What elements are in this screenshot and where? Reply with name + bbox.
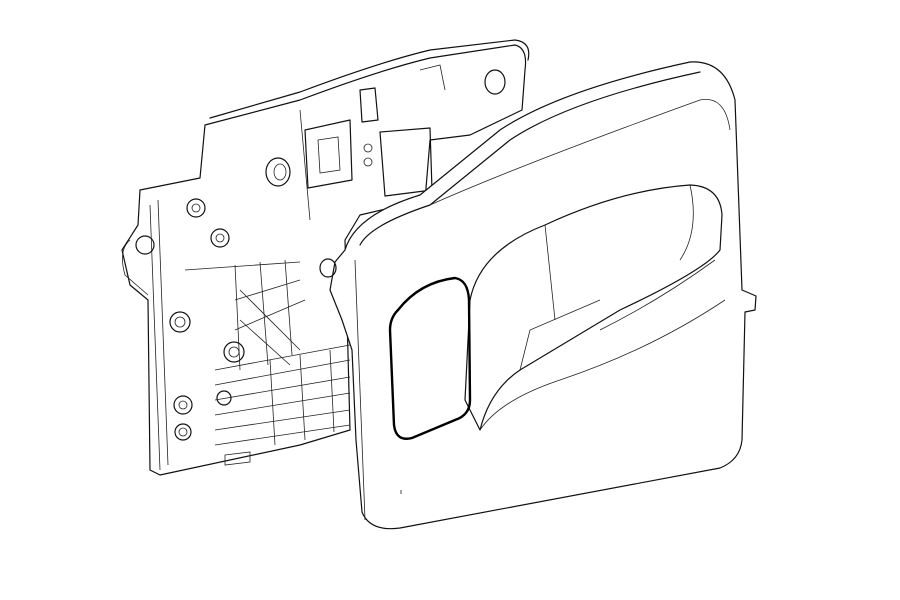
front-handle-housing [319,61,757,530]
